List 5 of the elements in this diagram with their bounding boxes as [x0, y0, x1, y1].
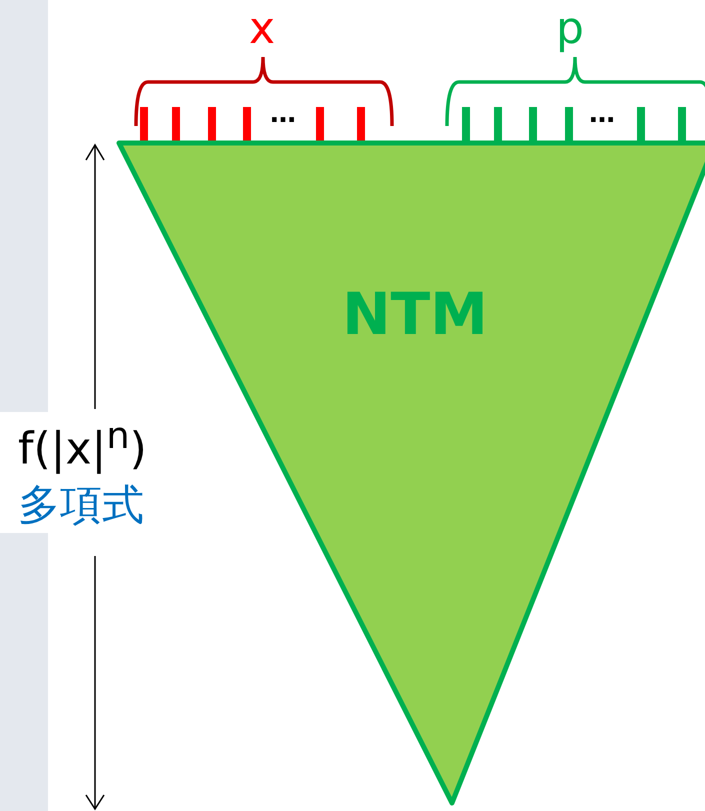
variable-label: x: [248, 2, 276, 56]
variable-label: p: [555, 2, 585, 56]
ellipsis: …: [269, 98, 297, 131]
node-label: NTM: [341, 285, 489, 343]
ellipsis: …: [588, 98, 616, 131]
